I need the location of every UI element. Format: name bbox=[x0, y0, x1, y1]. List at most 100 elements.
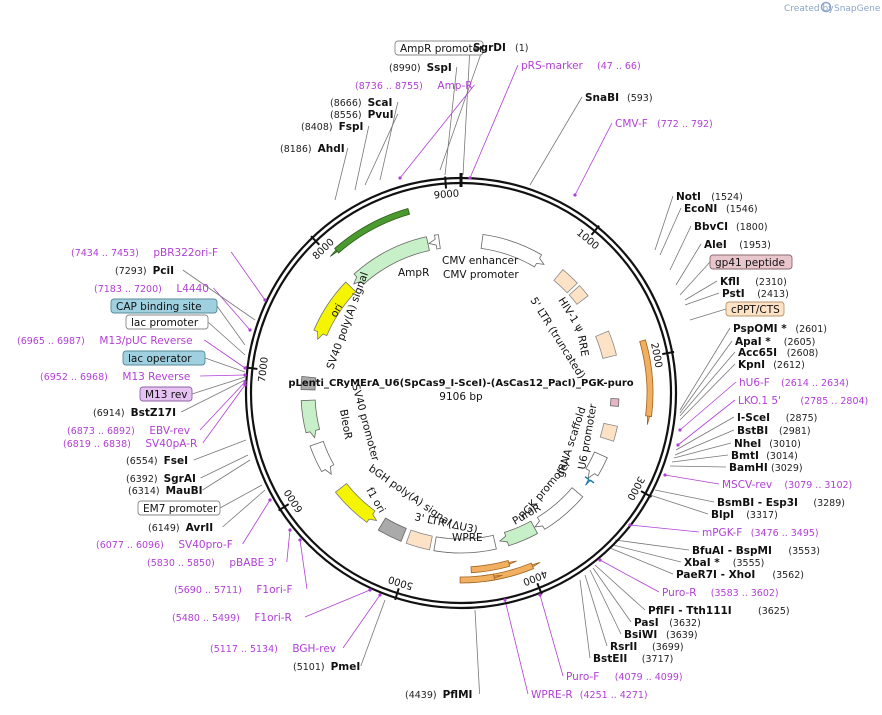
outer-labels: AmpR promoter(8990)SspI(8736 .. 8755)Amp… bbox=[17, 40, 868, 701]
leader-line bbox=[671, 454, 729, 463]
svg-text:(3317): (3317) bbox=[746, 510, 778, 521]
site-label: (6149) AvrII bbox=[148, 522, 213, 534]
svg-text:EcoNI: EcoNI bbox=[684, 203, 717, 215]
site-label: (8186)AhdI bbox=[280, 143, 345, 155]
svg-text:(6819 .. 6838): (6819 .. 6838) bbox=[63, 439, 131, 450]
site-label: BmtI(3014) bbox=[731, 450, 798, 462]
svg-text:BsiWI: BsiWI bbox=[624, 629, 657, 641]
tick-mark bbox=[590, 225, 600, 236]
site-label: BsiWI (3639) bbox=[624, 629, 698, 641]
svg-text:pBR322ori-F: pBR322ori-F bbox=[153, 247, 218, 259]
svg-text:(2875): (2875) bbox=[786, 413, 818, 424]
svg-text:(5101): (5101) bbox=[293, 662, 325, 673]
svg-text:(5830 .. 5850): (5830 .. 5850) bbox=[147, 558, 215, 569]
tick-label: 2000 bbox=[648, 342, 664, 369]
svg-text:BGH-rev: BGH-rev bbox=[292, 643, 336, 655]
site-label: PspOMI *(2601) bbox=[733, 323, 827, 335]
leader-line bbox=[222, 489, 266, 528]
leader-line bbox=[679, 381, 737, 431]
svg-text:(6392): (6392) bbox=[126, 474, 158, 485]
feature-tag: lac promoter bbox=[125, 314, 209, 330]
primer-mark bbox=[676, 443, 680, 447]
site-label: (4439)PflMI bbox=[405, 689, 472, 701]
svg-text:M13 rev: M13 rev bbox=[145, 389, 188, 401]
leader-line bbox=[299, 539, 308, 590]
svg-text:(2608): (2608) bbox=[787, 348, 819, 359]
leader-line bbox=[230, 251, 266, 301]
site-label: BlpI(3317) bbox=[711, 509, 778, 521]
svg-text:(6873 .. 6892): (6873 .. 6892) bbox=[67, 426, 135, 437]
site-label: PstI(2413) bbox=[722, 288, 789, 300]
svg-text:(1524): (1524) bbox=[711, 192, 743, 203]
site-label: (8408)FspI bbox=[301, 121, 363, 133]
svg-text:(3476 .. 3495): (3476 .. 3495) bbox=[751, 528, 819, 539]
svg-text:(3289): (3289) bbox=[813, 498, 845, 509]
leader-line bbox=[592, 567, 632, 623]
feature-label: WPRE bbox=[452, 532, 483, 544]
svg-text:BstBI: BstBI bbox=[737, 425, 768, 437]
svg-text:MauBI: MauBI bbox=[166, 485, 203, 497]
svg-text:(6914): (6914) bbox=[93, 408, 125, 419]
primer-mark bbox=[598, 558, 602, 562]
svg-text:AvrII: AvrII bbox=[186, 522, 214, 534]
site-label: PflFI - Tth111I(3625) bbox=[648, 605, 790, 617]
leader-line bbox=[304, 589, 371, 618]
puror-arrow bbox=[498, 520, 539, 547]
site-label: BbvCI(1800) bbox=[694, 221, 768, 233]
svg-text:(1953): (1953) bbox=[739, 240, 771, 251]
tick-mark bbox=[245, 366, 258, 370]
leader-line bbox=[679, 363, 736, 421]
primer-label: MSCV-rev(3079 .. 3102) bbox=[722, 479, 852, 491]
svg-text:ApaI *: ApaI * bbox=[735, 336, 771, 348]
leader-line bbox=[181, 379, 246, 413]
primer-label: WPRE-R(4251 .. 4271) bbox=[531, 689, 648, 701]
orange-arrow-2 bbox=[470, 559, 517, 574]
svg-text:(5480 .. 5499): (5480 .. 5499) bbox=[172, 613, 240, 624]
svg-text:(6149): (6149) bbox=[148, 523, 180, 534]
leader-line bbox=[629, 524, 700, 533]
svg-text:SnaBI: SnaBI bbox=[585, 92, 619, 104]
svg-text:BbvCI: BbvCI bbox=[694, 221, 728, 233]
tick-mark bbox=[278, 503, 290, 512]
svg-text:PvuI: PvuI bbox=[368, 109, 394, 121]
svg-text:BstZ17I: BstZ17I bbox=[131, 407, 176, 419]
svg-text:M13 Reverse: M13 Reverse bbox=[122, 371, 190, 383]
svg-text:PflMI: PflMI bbox=[443, 689, 473, 701]
primer-label: (8736 .. 8755)Amp-R bbox=[355, 80, 473, 92]
svg-text:(7434 .. 7453): (7434 .. 7453) bbox=[71, 248, 139, 259]
leader-line bbox=[199, 381, 246, 431]
svg-text:Puro-F: Puro-F bbox=[566, 671, 599, 683]
svg-text:(8408): (8408) bbox=[301, 122, 333, 133]
primer-label: (5830 .. 5850) pBABE 3' bbox=[147, 557, 277, 569]
primer-mark bbox=[268, 498, 272, 502]
leader-line bbox=[674, 429, 735, 456]
svg-text:pBABE 3': pBABE 3' bbox=[229, 557, 277, 569]
cmv-arrow bbox=[480, 234, 545, 268]
cppt-box bbox=[599, 422, 618, 442]
leader-line bbox=[664, 474, 720, 485]
svg-text:CAP binding site: CAP binding site bbox=[116, 301, 202, 313]
svg-text:AleI: AleI bbox=[704, 239, 727, 251]
green-outer-arrow bbox=[330, 207, 411, 257]
svg-text:SV40pA-R: SV40pA-R bbox=[145, 438, 197, 450]
svg-text:(8186): (8186) bbox=[280, 144, 312, 155]
feature-tag: AmpR promoter bbox=[394, 40, 484, 56]
leader-line bbox=[379, 101, 399, 181]
credit-brand: SnapGene bbox=[834, 4, 881, 14]
u6-arrow bbox=[585, 451, 608, 479]
feature-label: ori bbox=[328, 302, 345, 320]
leader-line bbox=[599, 559, 660, 593]
svg-text:SgrDI: SgrDI bbox=[473, 42, 506, 54]
svg-text:(6965 .. 6987): (6965 .. 6987) bbox=[17, 336, 85, 347]
primer-label: (5480 .. 5499)F1ori-R bbox=[172, 612, 292, 624]
svg-text:PaeR7I - XhoI: PaeR7I - XhoI bbox=[676, 569, 755, 581]
primer-label: (5117 .. 5134)BGH-rev bbox=[210, 643, 336, 655]
pgk-arrow bbox=[534, 487, 584, 530]
svg-text:(3639): (3639) bbox=[666, 630, 698, 641]
rre-box bbox=[595, 330, 617, 359]
primer-label: CMV-F(772 .. 792) bbox=[615, 118, 713, 130]
svg-text:(6077 .. 6096): (6077 .. 6096) bbox=[96, 540, 164, 551]
primer-mark bbox=[628, 523, 632, 527]
svg-text:EBV-rev: EBV-rev bbox=[149, 425, 190, 437]
site-label: EcoNI(1546) bbox=[684, 203, 758, 215]
